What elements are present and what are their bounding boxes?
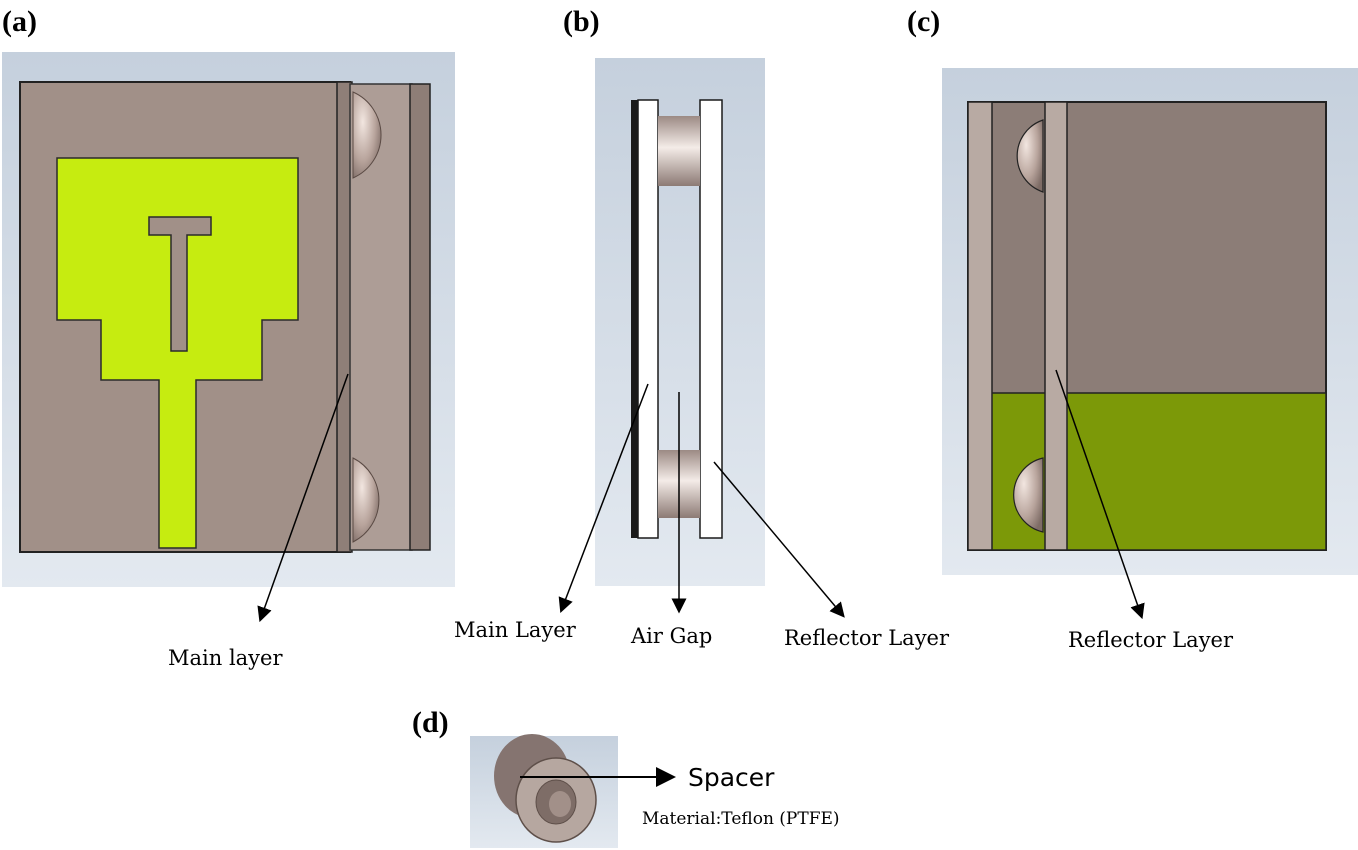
material-caption: Material:Teflon (PTFE) (642, 809, 840, 829)
side-strip-right (1044, 101, 1068, 551)
main-layer-arrow-b (558, 383, 649, 614)
panel-a-label: (a) (2, 5, 37, 38)
main-layer-board (637, 99, 659, 539)
main-layer-caption: Main layer (168, 646, 283, 670)
panel-c: (c) Reflector Layer (907, 5, 1358, 652)
reflector-edge-thin (409, 83, 431, 551)
spacer-dome-bottom (352, 457, 380, 543)
t-slot (148, 216, 212, 352)
reflector-layer-arrow-c (1055, 369, 1145, 620)
spacer-cylinder-top (658, 116, 700, 186)
reflector-layer-board (699, 99, 723, 539)
panel-d-label: (d) (412, 706, 449, 739)
reflector-layer-caption-c: Reflector Layer (1068, 628, 1234, 652)
spacer-hole-inner (549, 791, 571, 817)
panel-b: (b) Main Layer Air Gap Reflector Layer (454, 5, 950, 650)
panel-c-label: (c) (907, 5, 940, 38)
panel-b-label: (b) (563, 5, 600, 38)
side-strip-left (967, 101, 993, 551)
panel-a: (a) Main layer (2, 5, 455, 670)
panel-d: (d) Spacer Material:Teflon (PTFE) (412, 706, 840, 848)
radiating-patch (56, 157, 299, 549)
main-layer-caption-b: Main Layer (454, 618, 577, 642)
spacer-half-bottom (1013, 457, 1044, 533)
spacer-dome-top (352, 91, 382, 179)
air-gap-caption: Air Gap (630, 624, 712, 648)
spacer-half-top (1016, 119, 1044, 193)
reflector-layer-caption-b: Reflector Layer (784, 626, 950, 650)
main-layer-edge-dark (631, 100, 638, 538)
reflector-layer-arrow-b (713, 461, 845, 618)
spacer-caption: Spacer (688, 763, 775, 792)
main-layer-arrow (257, 373, 349, 623)
